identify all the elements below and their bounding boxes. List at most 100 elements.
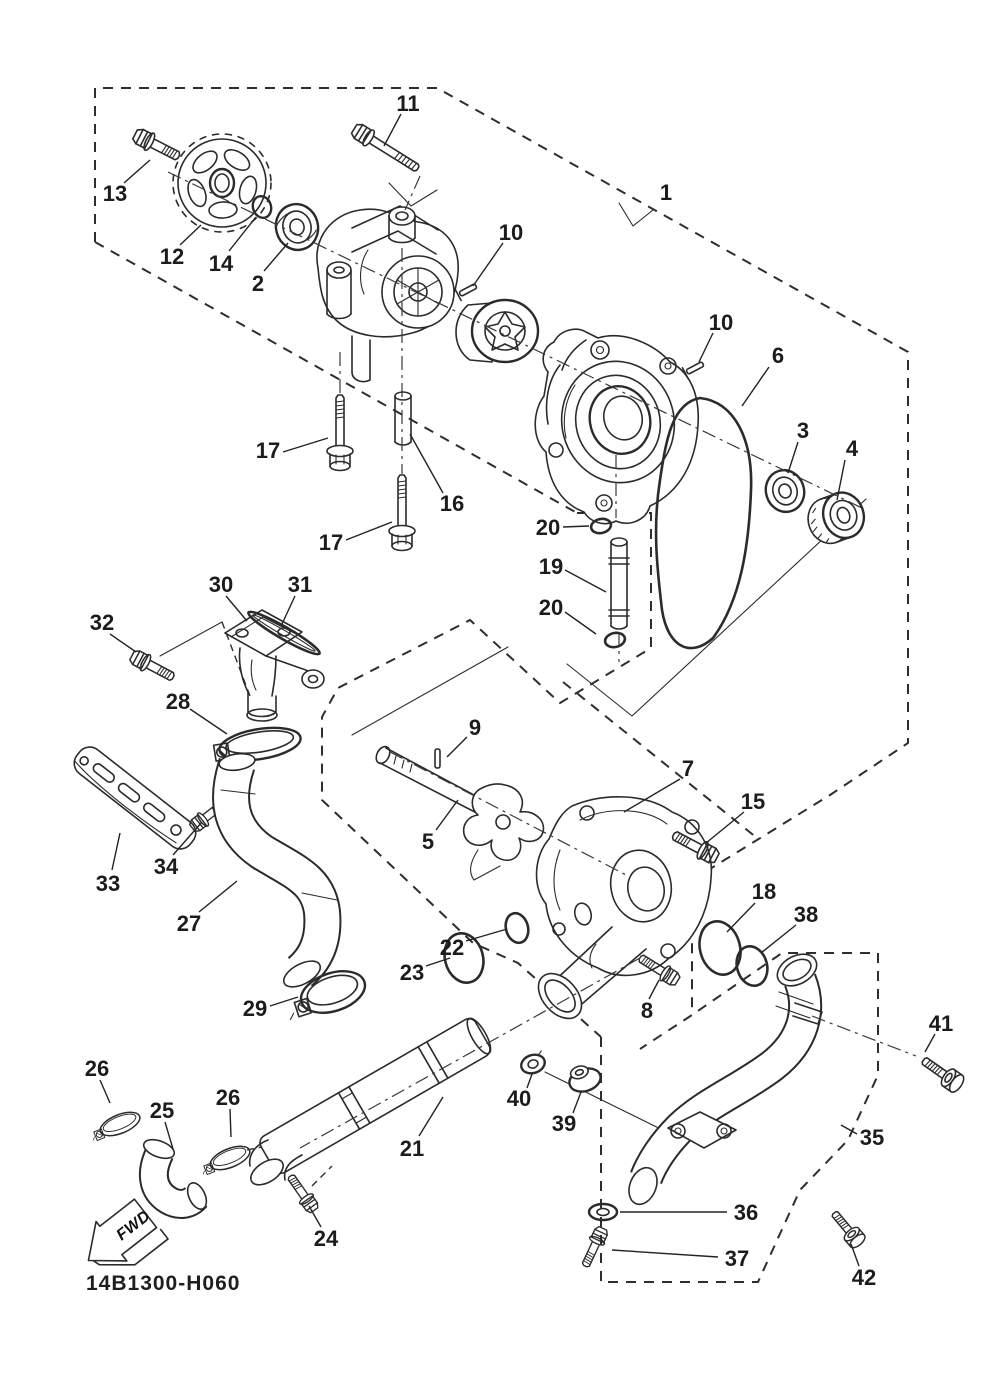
washer-40	[520, 1050, 546, 1075]
callout-leader-33	[111, 832, 121, 871]
callout-leader-26	[99, 1079, 111, 1104]
callout-leader-30	[225, 595, 248, 622]
boundary-bottom-box	[600, 952, 879, 1283]
o-ring-small	[573, 902, 593, 926]
o-ring-20b	[603, 631, 627, 649]
plug-4	[807, 491, 866, 545]
oil-pump-housing	[316, 205, 459, 383]
diagram-code: 14B1300-H060	[86, 1272, 240, 1295]
callout-leader-5	[435, 799, 459, 831]
gasket-6	[654, 396, 753, 650]
o-ring-20a	[589, 517, 613, 535]
boundary-mid-diagonal	[562, 681, 758, 839]
callout-leader-7	[623, 778, 681, 813]
pump-rotor-set	[455, 298, 540, 364]
o-ring-23	[443, 932, 485, 984]
sprocket-12	[172, 133, 272, 233]
part-callout-13: 13	[103, 181, 127, 206]
bolt-17b	[388, 474, 416, 552]
callout-leader-42	[850, 1243, 860, 1267]
boundary-pipe19-box	[321, 512, 652, 1038]
callout-leader-4	[836, 459, 846, 501]
part-callout-12: 12	[160, 244, 184, 269]
callout-leader-40	[526, 1073, 533, 1089]
callout-leader-18	[726, 902, 756, 933]
collar-16	[394, 391, 412, 446]
outlet-pipe-35	[628, 953, 823, 1206]
callout-leader-32	[109, 633, 137, 653]
callout-leader-26	[229, 1108, 232, 1138]
parts-artwork	[73, 123, 968, 1271]
part-callout-41: 41	[929, 1011, 953, 1036]
part-callout-35: 35	[860, 1125, 884, 1150]
part-callout-16: 16	[440, 491, 464, 516]
dowel-pin-10b	[681, 361, 705, 380]
part-callout-4: 4	[846, 436, 859, 461]
clamp-29	[289, 970, 367, 1021]
oil-seal-3	[764, 468, 806, 514]
callout-leader-17	[345, 521, 393, 541]
callout-leader-41	[924, 1033, 936, 1053]
part-callout-39: 39	[552, 1111, 576, 1136]
pump-cover-plate	[534, 328, 700, 525]
part-callout-26: 26	[85, 1056, 109, 1081]
callout-leader-15	[705, 811, 745, 844]
fwd-arrow-label: FWD	[113, 1207, 153, 1244]
part-callout-38: 38	[794, 902, 818, 927]
callout-leader-25	[164, 1121, 174, 1150]
part-callout-14: 14	[209, 251, 234, 276]
callout-leader-12	[179, 224, 202, 246]
part-callout-20: 20	[536, 515, 560, 540]
callout-leader-14	[228, 216, 257, 252]
callout-leader-8	[648, 979, 660, 1000]
boundary-top-assembly	[94, 87, 909, 1050]
part-callout-19: 19	[539, 554, 563, 579]
callout-leader-3	[787, 441, 799, 474]
part-callout-24: 24	[314, 1226, 339, 1251]
callout-leader-24	[308, 1205, 322, 1228]
part-callout-36: 36	[734, 1200, 758, 1225]
bolt-17a	[326, 394, 354, 472]
part-callout-29: 29	[243, 996, 267, 1021]
part-callout-17: 17	[256, 438, 280, 463]
callout-leader-34	[172, 821, 203, 856]
callout-leader-20	[562, 525, 590, 528]
clamp-28	[212, 726, 302, 762]
bolt-11	[350, 123, 420, 172]
callout-leader-2	[263, 242, 289, 272]
center-axes	[167, 171, 917, 1149]
part-callout-31: 31	[288, 572, 312, 597]
boundary-diagonal	[94, 241, 578, 514]
part-callout-32: 32	[90, 610, 114, 635]
part-callout-33: 33	[96, 871, 120, 896]
callout-leader-38	[760, 924, 797, 954]
hose-27	[212, 752, 342, 988]
o-ring-38	[735, 944, 769, 988]
hose-25	[138, 1138, 208, 1219]
clamp-26b	[197, 1140, 254, 1179]
water-pipe-21	[248, 1017, 492, 1186]
pin-9	[434, 748, 441, 769]
washer-36	[587, 1202, 619, 1222]
part-callout-18: 18	[752, 879, 776, 904]
callout-leader-22	[465, 928, 508, 942]
dashed-group-boundaries	[94, 87, 909, 1283]
part-callout-21: 21	[400, 1136, 424, 1161]
part-callout-40: 40	[507, 1086, 531, 1111]
part-callout-8: 8	[641, 998, 653, 1023]
part-callout-42: 42	[852, 1265, 876, 1290]
dowel-pin-10a	[454, 283, 478, 302]
grommet-39	[568, 1065, 602, 1093]
callout-leader-9	[446, 736, 468, 758]
part-callout-9: 9	[469, 715, 481, 740]
callout-leader-10	[698, 332, 714, 363]
part-callout-34: 34	[154, 854, 179, 879]
impeller	[462, 783, 545, 881]
joint-30	[224, 609, 325, 722]
bolt-13	[129, 125, 184, 166]
part-callout-20: 20	[539, 595, 563, 620]
callout-leader-29	[269, 996, 299, 1007]
bolt-24	[283, 1170, 322, 1216]
bolt-42	[826, 1206, 869, 1251]
